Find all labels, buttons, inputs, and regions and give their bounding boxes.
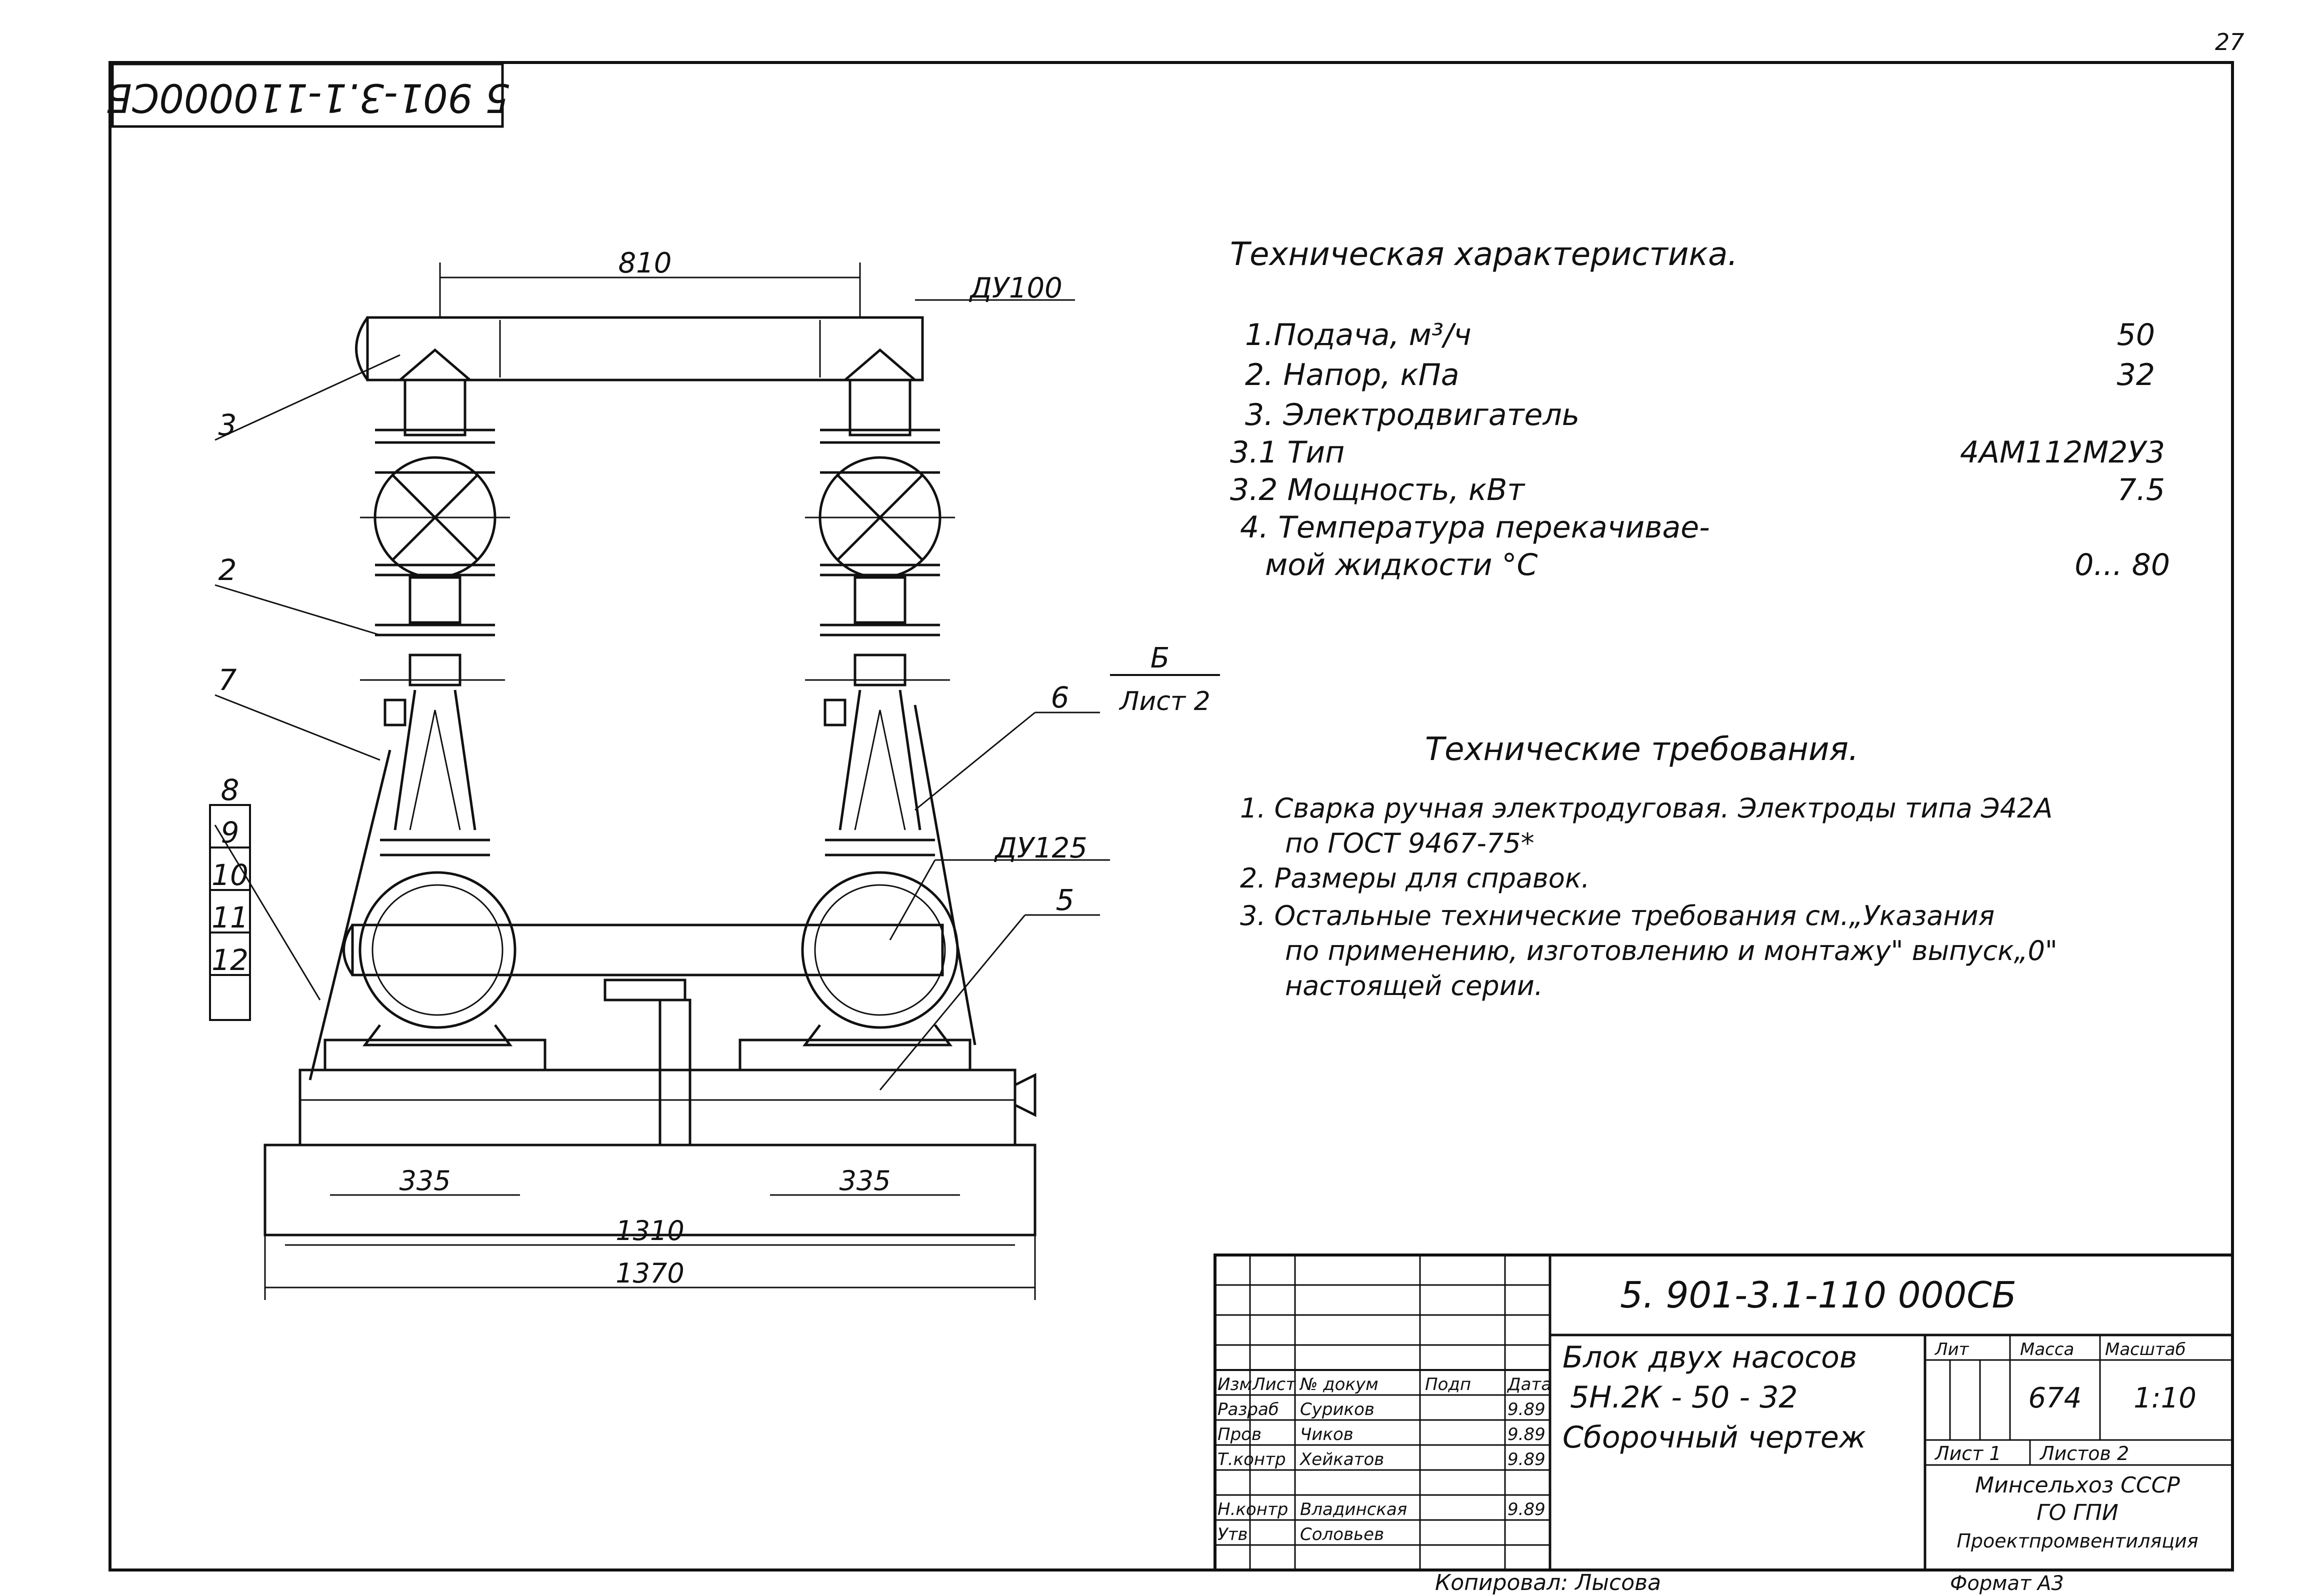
col-header: Дата bbox=[1506, 1374, 1552, 1394]
dim-810: 810 bbox=[618, 247, 672, 280]
tech-char-value: 7.5 bbox=[2118, 472, 2165, 508]
org-line: Минсельхоз СССР bbox=[1975, 1472, 2180, 1498]
row-name: Соловьев bbox=[1300, 1524, 1384, 1544]
doc-code: 5. 901-3.1-110 000СБ bbox=[1620, 1274, 2016, 1316]
col-header: Лист bbox=[1252, 1374, 1296, 1394]
tech-req-line: 1. Сварка ручная электродуговая. Электро… bbox=[1240, 792, 2052, 824]
title-block-text: 5. 901-3.1-110 000СБ Блок двух насосов 5… bbox=[1218, 1274, 2198, 1596]
sheet-label: Лист 1 bbox=[1934, 1442, 2002, 1464]
sheet-frame bbox=[108, 61, 2234, 1572]
doc-name-line: 5Н.2К - 50 - 32 bbox=[1570, 1380, 1798, 1415]
riser-right bbox=[805, 348, 955, 856]
tech-req-line: по применению, изготовлению и монтажу" в… bbox=[1285, 935, 2058, 966]
tech-reqs-title: Технические требования. bbox=[1425, 731, 1858, 768]
leader-9: 9 bbox=[221, 816, 240, 850]
leader-5: 5 bbox=[1056, 883, 1074, 917]
section-letter: Б bbox=[1150, 642, 1170, 674]
pump-left bbox=[358, 871, 516, 1029]
tech-requirements: Технические требования. 1. Сварка ручная… bbox=[1240, 731, 2058, 1002]
row-name: Суриков bbox=[1300, 1400, 1374, 1420]
base-frame bbox=[298, 1068, 1016, 1146]
dim-335-right: 335 bbox=[839, 1165, 890, 1196]
dim-1370: 1370 bbox=[616, 1258, 684, 1289]
scale-header: Масштаб bbox=[2105, 1340, 2186, 1360]
label-dn125: ДУ125 bbox=[994, 832, 1088, 864]
pump-right bbox=[801, 871, 959, 1029]
org-line: Проектпромвентиляция bbox=[1956, 1530, 2198, 1552]
row-name: Чиков bbox=[1300, 1424, 1354, 1444]
header-pipe-dn100 bbox=[366, 316, 924, 382]
sheets-label: Листов 2 bbox=[2039, 1442, 2129, 1464]
mass-header: Масса bbox=[2020, 1340, 2074, 1360]
copied-by: Копировал: Лысова bbox=[1435, 1570, 1661, 1596]
tech-char-label: 3.2 Мощность, кВт bbox=[1230, 472, 1526, 508]
tech-req-line: 3. Остальные технические требования см.„… bbox=[1240, 900, 1994, 932]
row-date: 9.89 bbox=[1508, 1450, 1546, 1470]
title-block bbox=[1214, 1254, 2234, 1572]
row-name: Владинская bbox=[1300, 1500, 1407, 1520]
leader-12: 12 bbox=[212, 943, 248, 977]
scale-value: 1:10 bbox=[2134, 1382, 2196, 1414]
dim-1310: 1310 bbox=[616, 1215, 684, 1246]
tech-char-value: 50 bbox=[2117, 318, 2155, 352]
row-name: Хейкатов bbox=[1299, 1450, 1384, 1470]
page-number: 27 bbox=[2215, 28, 2244, 56]
row-role: Разраб bbox=[1218, 1400, 1279, 1420]
stamp-code: 5 901-3.1-110000СБ bbox=[105, 75, 510, 120]
mass-value: 674 bbox=[2028, 1382, 2082, 1414]
format-label: Формат А3 bbox=[1950, 1572, 2064, 1595]
leader-11: 11 bbox=[212, 900, 248, 934]
row-role: Т.контр bbox=[1218, 1450, 1286, 1470]
leader-2: 2 bbox=[218, 553, 237, 587]
stamp-box bbox=[111, 62, 504, 128]
row-role: Н.контр bbox=[1218, 1500, 1288, 1520]
row-role: Пров bbox=[1218, 1424, 1262, 1444]
tech-char-label: 4. Температура перекачивае- bbox=[1240, 510, 1710, 545]
leader-6: 6 bbox=[1051, 680, 1070, 714]
doc-name-line: Сборочный чертеж bbox=[1562, 1420, 1866, 1455]
leader-3: 3 bbox=[218, 408, 237, 442]
tech-char-label: 3.1 Тип bbox=[1230, 435, 1344, 470]
tech-characteristics: Техническая характеристика. 1.Подача, м³… bbox=[1230, 236, 2170, 582]
row-date: 9.89 bbox=[1508, 1500, 1546, 1520]
tech-char-value: 0... 80 bbox=[2074, 548, 2170, 582]
doc-name-line: Блок двух насосов bbox=[1562, 1340, 1857, 1375]
row-role: Утв bbox=[1218, 1524, 1248, 1544]
tech-char-label: мой жидкости °С bbox=[1265, 548, 1538, 582]
tech-char-label: 3. Электродвигатель bbox=[1245, 398, 1580, 432]
tech-char-value: 4АМ112М2У3 bbox=[1960, 435, 2165, 470]
pump-assembly bbox=[209, 262, 1220, 1300]
leader-8: 8 bbox=[221, 773, 240, 807]
col-header: Изм bbox=[1218, 1374, 1252, 1394]
row-date: 9.89 bbox=[1508, 1424, 1546, 1444]
col-header: Подп bbox=[1425, 1374, 1471, 1394]
foundation bbox=[264, 1144, 1036, 1236]
col-header: № докум bbox=[1299, 1374, 1378, 1394]
org-line: ГО ГПИ bbox=[2036, 1500, 2118, 1526]
tech-chars-title: Техническая характеристика. bbox=[1230, 236, 1738, 273]
manifold-dn125 bbox=[351, 924, 944, 976]
tech-char-label: 1.Подача, м³/ч bbox=[1245, 318, 1472, 352]
riser-left bbox=[360, 348, 510, 856]
row-date: 9.89 bbox=[1508, 1400, 1546, 1420]
section-sheet: Лист 2 bbox=[1118, 686, 1210, 716]
leader-10: 10 bbox=[212, 858, 248, 892]
leader-7: 7 bbox=[218, 663, 237, 697]
tech-char-value: 32 bbox=[2117, 358, 2155, 392]
tech-req-line: настоящей серии. bbox=[1285, 970, 1543, 1002]
lit-header: Лит bbox=[1934, 1340, 1970, 1360]
tech-char-label: 2. Напор, кПа bbox=[1245, 358, 1460, 392]
label-dn100: ДУ100 bbox=[968, 272, 1062, 304]
brace-left bbox=[308, 750, 392, 1080]
tech-req-line: 2. Размеры для справок. bbox=[1240, 862, 1590, 894]
tech-req-line: по ГОСТ 9467-75* bbox=[1285, 828, 1534, 859]
dim-335-left: 335 bbox=[399, 1165, 450, 1196]
